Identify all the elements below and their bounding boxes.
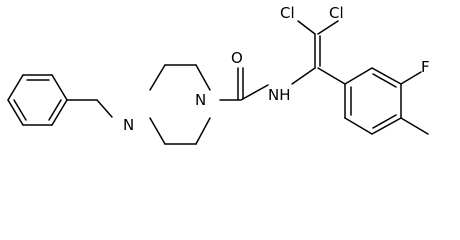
- bond: [51, 99, 68, 126]
- atom-label-n-left: N: [123, 116, 134, 134]
- benzylic-linker: [66, 99, 113, 118]
- bond: [291, 67, 316, 85]
- bond: [400, 71, 422, 85]
- aromatic-inner-bond: [372, 73, 397, 88]
- bond: [7, 99, 24, 126]
- bond: [240, 84, 269, 101]
- bond: [195, 64, 211, 91]
- bond: [195, 117, 211, 145]
- aryl-substituents: [400, 71, 429, 135]
- bond: [317, 20, 339, 35]
- bond: [7, 74, 24, 101]
- dichlorovinyl-group: [291, 20, 339, 85]
- aryl-attachment: [317, 67, 346, 85]
- atom-label-cl-right: Cl: [329, 4, 344, 22]
- bond: [400, 117, 429, 135]
- carboxamide: [219, 67, 269, 101]
- piperazine-ring: [149, 64, 211, 145]
- bond: [149, 117, 166, 145]
- aromatic-inner-bond: [13, 99, 27, 121]
- fluoromethylphenyl-ring: [344, 67, 402, 135]
- atom-label-f: F: [421, 58, 430, 76]
- bond: [371, 67, 402, 85]
- chemical-structure-diagram: N N O NH Cl Cl F: [7, 4, 430, 145]
- atom-label-nh: NH: [268, 86, 291, 104]
- aromatic-inner-bond: [48, 99, 62, 121]
- atom-label-n-right: N: [195, 91, 206, 109]
- bond: [51, 74, 68, 101]
- aromatic-inner-bond: [372, 114, 397, 129]
- bond: [344, 117, 373, 135]
- atom-label-o: O: [231, 49, 243, 67]
- bond: [344, 67, 373, 85]
- bond: [96, 99, 113, 118]
- bond: [317, 67, 346, 85]
- bond: [149, 64, 166, 91]
- bond: [297, 20, 316, 35]
- benzyl-phenyl-ring: [7, 74, 68, 126]
- bond: [371, 117, 402, 135]
- atom-label-cl-left: Cl: [280, 4, 295, 22]
